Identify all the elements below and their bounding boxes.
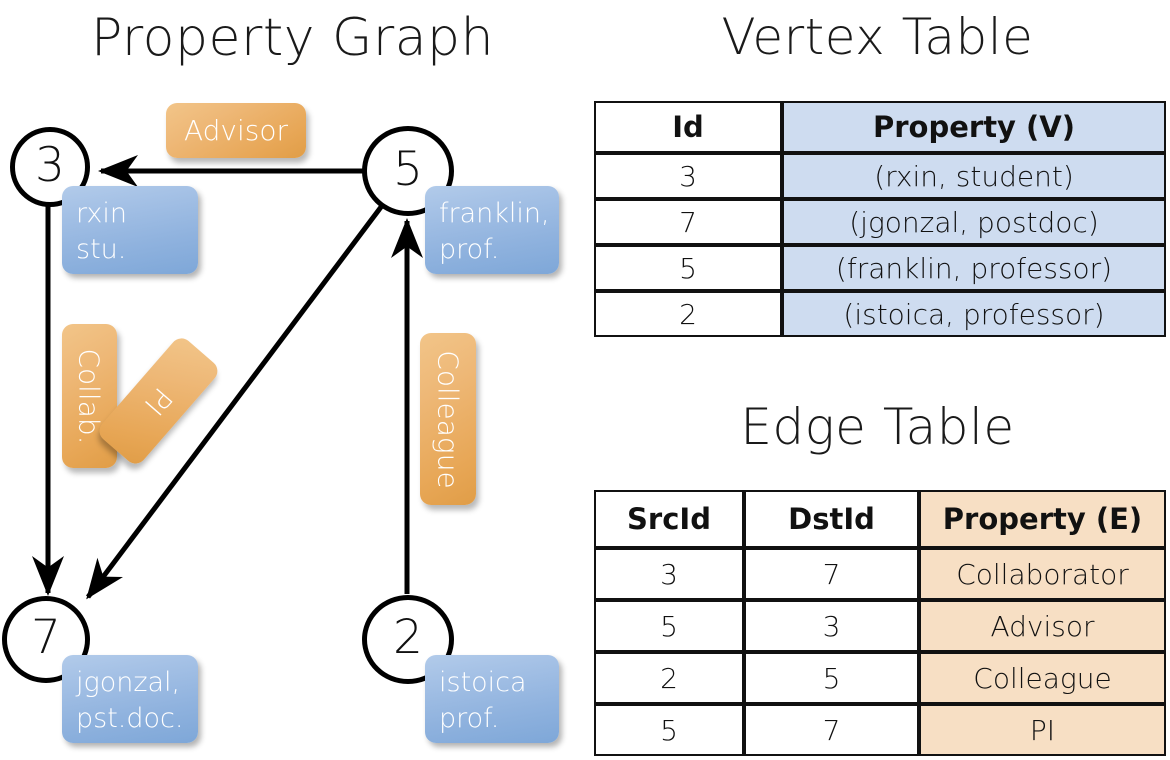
edge-row-1-dst: 3 — [744, 600, 919, 652]
edge-row-3-dst: 7 — [744, 704, 919, 756]
edge-row-3-property: PI — [919, 704, 1166, 756]
vertex-node-5-label: 5 — [393, 141, 423, 197]
vertex-row-0-property: (rxin, student) — [782, 153, 1166, 199]
edge-row-0-src: 3 — [594, 548, 744, 600]
edge-label-colleague: Colleague — [420, 333, 476, 505]
table-row: 5 (franklin, professor) — [594, 245, 1166, 291]
edge-row-2-property: Colleague — [919, 652, 1166, 704]
vertex-row-1-property: (jgonzal, postdoc) — [782, 199, 1166, 245]
edge-table-header-property: Property (E) — [919, 490, 1166, 548]
vertex-table-header-row: Id Property (V) — [594, 101, 1166, 153]
edge-row-1-src: 5 — [594, 600, 744, 652]
vertex-row-1-id: 7 — [594, 199, 782, 245]
vertex-property-box-5: franklin, prof. — [425, 186, 559, 274]
vertex-node-7-label: 7 — [31, 610, 61, 665]
edge-label-pi-text: PI — [137, 380, 180, 422]
table-row: 5 3 Advisor — [594, 600, 1166, 652]
table-row: 2 (istoica, professor) — [594, 291, 1166, 337]
edge-table-header-dstid: DstId — [744, 490, 919, 548]
vertex-table-header-property: Property (V) — [782, 101, 1166, 153]
page-title-edge-table: Edge Table — [740, 398, 1015, 456]
edge-row-0-dst: 7 — [744, 548, 919, 600]
table-row: 2 5 Colleague — [594, 652, 1166, 704]
vertex-property-3-line1: rxin — [76, 198, 127, 229]
edge-label-advisor-text: Advisor — [183, 114, 288, 147]
vertex-node-5[interactable]: 5 — [362, 126, 454, 216]
page-title-property-graph: Property Graph — [90, 8, 495, 68]
vertex-node-2-label: 2 — [393, 610, 423, 665]
vertex-table: Id Property (V) 3 (rxin, student) 7 (jgo… — [594, 101, 1166, 337]
vertex-property-box-3: rxin stu. — [62, 186, 198, 274]
vertex-property-box-7: jgonzal, pst.doc. — [62, 655, 198, 743]
vertex-property-box-2: istoica prof. — [425, 655, 559, 743]
vertex-row-3-property: (istoica, professor) — [782, 291, 1166, 337]
table-row: 3 7 Collaborator — [594, 548, 1166, 600]
page-title-vertex-table: Vertex Table — [721, 8, 1034, 66]
edge-label-collab: Collab. — [62, 324, 117, 468]
vertex-table-header-id: Id — [594, 101, 782, 153]
edge-label-advisor: Advisor — [166, 103, 306, 158]
edge-label-colleague-text: Colleague — [431, 349, 465, 489]
vertex-node-3-label: 3 — [35, 137, 65, 193]
edge-table-header-srcid: SrcId — [594, 490, 744, 548]
vertex-row-0-id: 3 — [594, 153, 782, 199]
vertex-property-5-line1: franklin, — [439, 198, 550, 229]
table-row: 5 7 PI — [594, 704, 1166, 756]
edge-row-2-dst: 5 — [744, 652, 919, 704]
vertex-node-2[interactable]: 2 — [362, 595, 454, 684]
edge-arrow-5-to-7 — [86, 205, 383, 600]
vertex-property-5-line2: prof. — [439, 234, 500, 266]
vertex-property-7-line1: jgonzal, — [76, 667, 181, 698]
property-graph-diagram: 3 5 7 2 rxin stu. franklin, prof. jgonza… — [2, 103, 559, 743]
vertex-row-3-id: 2 — [594, 291, 782, 337]
table-row: 3 (rxin, student) — [594, 153, 1166, 199]
vertex-property-2-line2: prof. — [439, 703, 500, 735]
edge-row-1-property: Advisor — [919, 600, 1166, 652]
vertex-property-2-line1: istoica — [439, 667, 527, 698]
edge-table-header-row: SrcId DstId Property (E) — [594, 490, 1166, 548]
graph-edges-layer — [32, 155, 423, 600]
edge-row-3-src: 5 — [594, 704, 744, 756]
edge-row-2-src: 2 — [594, 652, 744, 704]
vertex-row-2-id: 5 — [594, 245, 782, 291]
vertex-property-3-line2: stu. — [76, 234, 127, 266]
edge-row-0-property: Collaborator — [919, 548, 1166, 600]
edge-table: SrcId DstId Property (E) 3 7 Collaborato… — [594, 490, 1166, 756]
table-row: 7 (jgonzal, postdoc) — [594, 199, 1166, 245]
vertex-row-2-property: (franklin, professor) — [782, 245, 1166, 291]
vertex-property-7-line2: pst.doc. — [76, 703, 184, 735]
